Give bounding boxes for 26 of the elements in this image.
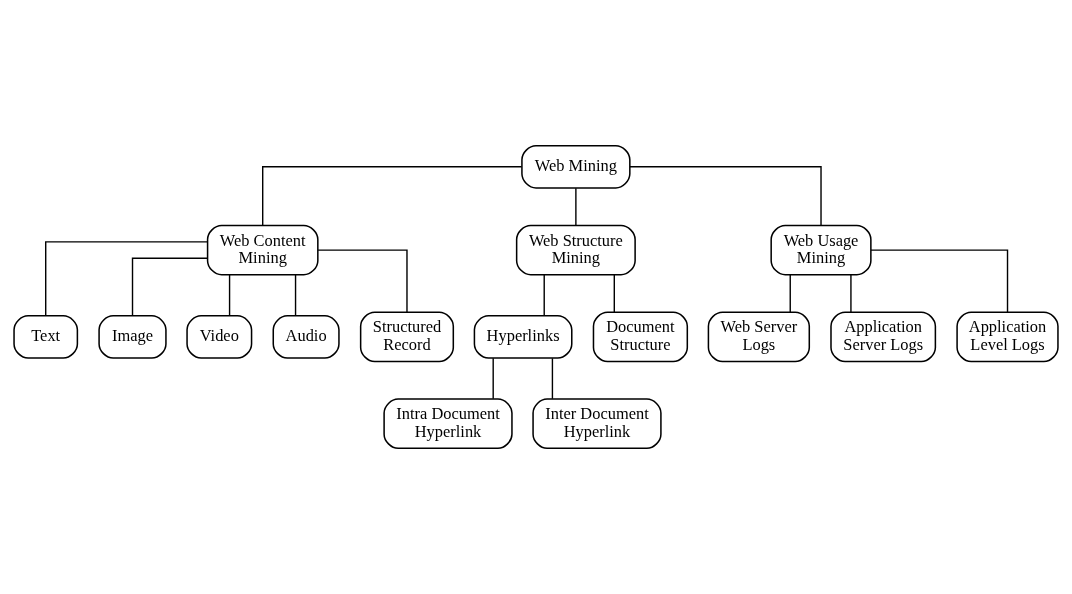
- connector: [629, 166, 822, 226]
- node-box: Hyperlinks: [473, 315, 573, 359]
- connector: [262, 166, 523, 226]
- node-box: Web Usage Mining: [770, 224, 872, 276]
- node-box: Application Level Logs: [956, 311, 1059, 363]
- connector: [870, 249, 1009, 313]
- connector: [850, 274, 852, 313]
- node-box: Web Content Mining: [206, 224, 319, 276]
- node-box: Structured Record: [359, 311, 455, 363]
- node-box: Web Server Logs: [707, 311, 811, 363]
- node-box: Inter Document Hyperlink: [532, 398, 662, 450]
- connector: [551, 357, 554, 400]
- connector: [492, 357, 494, 400]
- connector: [613, 274, 615, 313]
- node-box: Audio: [272, 315, 340, 359]
- node-box: Intra Document Hyperlink: [383, 398, 513, 450]
- node-box: Image: [98, 315, 167, 359]
- connector: [317, 249, 408, 313]
- node-box: Web Mining: [521, 144, 631, 189]
- node-box: Application Server Logs: [830, 311, 937, 363]
- connector: [789, 274, 791, 313]
- node-box: Web Structure Mining: [515, 224, 636, 276]
- node-box: Text: [13, 315, 79, 359]
- connector: [575, 187, 577, 226]
- node-box: Document Structure: [592, 311, 689, 363]
- node-box: Video: [186, 315, 253, 359]
